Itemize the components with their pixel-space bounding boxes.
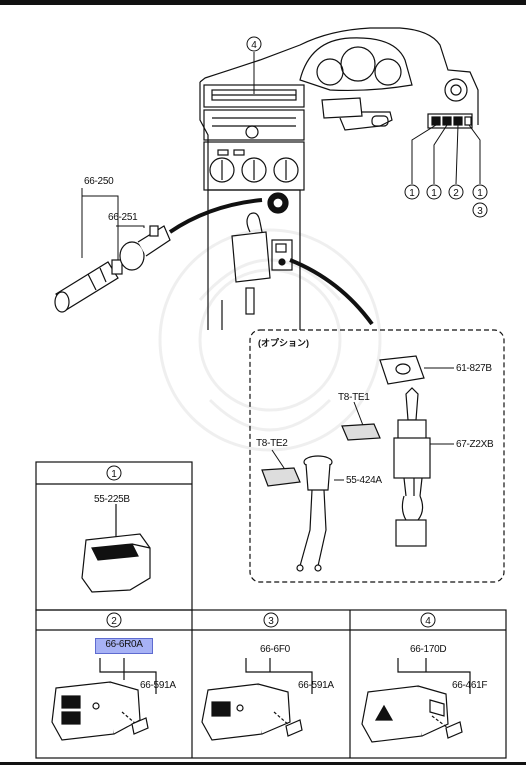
highlighted-part-box[interactable] [95,638,153,654]
callout-3: 3 [477,206,483,217]
lighter-assembly [54,225,171,313]
switch-66-170D [361,658,471,743]
panel1-part-label: 55-225B [94,494,130,505]
callout-1-b: 1 [431,188,437,199]
option-box [249,329,505,583]
panels-frame [35,461,507,759]
panel3-screw-label: 66-591A [298,680,334,691]
panel2-part-label[interactable]: 66-6R0A [105,639,143,650]
option-parts [261,355,431,572]
panel4-number: 4 [425,616,431,627]
panel4-screw-label: 66-461F [452,680,487,691]
callout-1-c: 1 [477,188,483,199]
part-labels: 66-250 66-251 (オプション) 61-827B T8-TE1 67-… [84,176,494,691]
watermark-emblem [158,228,382,452]
indicator-arcs [168,198,374,326]
callout-4-top: 4 [251,40,257,51]
part-label-T8-TE1: T8-TE1 [338,392,370,403]
part-label-55-424A: 55-424A [346,475,382,486]
panel1-number: 1 [111,469,117,480]
panel4-part-label: 66-170D [410,644,446,655]
switch-55-225B [81,504,151,593]
callout-numbers: 4 1 1 2 1 3 1 2 3 4 [111,40,483,627]
part-label-T8-TE2: T8-TE2 [256,438,288,449]
switch-66-6R0A [51,658,157,741]
part-label-66-251: 66-251 [108,212,138,223]
panel3-part-label: 66-6F0 [260,644,291,655]
leader-lines [81,52,481,481]
option-label: (オプション) [258,337,309,348]
part-label-61-827B: 61-827B [456,363,492,374]
callout-1-a: 1 [409,188,415,199]
bottom-border [0,762,526,765]
top-border [0,0,526,5]
dashboard-illustration [199,27,479,330]
callout-2: 2 [453,188,459,199]
panel2-screw-label: 66-591A [140,680,176,691]
part-label-67-Z2XB: 67-Z2XB [456,439,494,450]
part-label-66-250: 66-250 [84,176,114,187]
panel2-number: 2 [111,616,117,627]
callout-circles [106,36,488,628]
switch-66-6F0 [201,658,313,741]
panel3-number: 3 [268,616,274,627]
